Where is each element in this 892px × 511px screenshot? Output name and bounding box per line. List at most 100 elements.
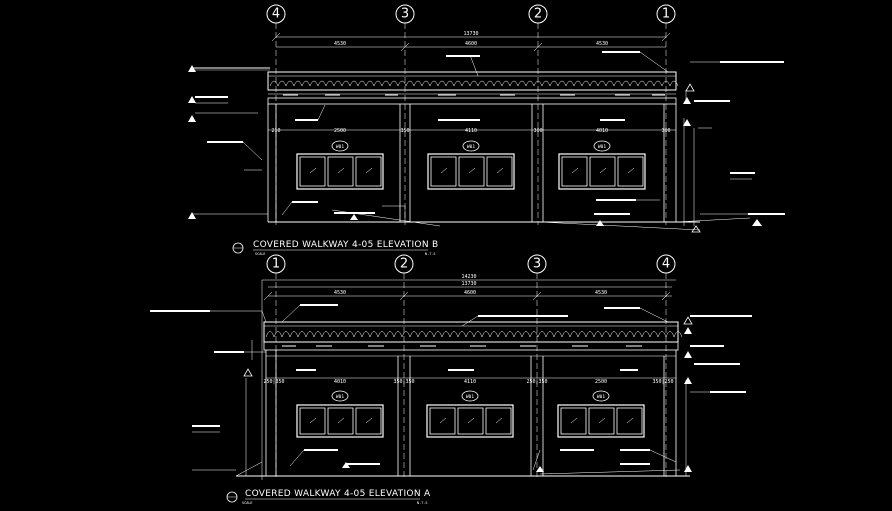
level-markers-hollow-a bbox=[243, 316, 693, 377]
roof-tile bbox=[525, 80, 535, 87]
grid-bubble-a4: 4 bbox=[656, 254, 676, 274]
roof-tile bbox=[365, 80, 375, 87]
bay-dimension: 4600 bbox=[465, 41, 477, 47]
bay-dimension: 4530 bbox=[596, 41, 608, 47]
roof-tile bbox=[557, 80, 567, 87]
roof-tile bbox=[549, 80, 559, 87]
roof-tile bbox=[441, 331, 451, 338]
roof-tile bbox=[405, 80, 415, 87]
roof-tile bbox=[309, 80, 319, 87]
roof-tile bbox=[345, 331, 355, 338]
grid-label: 4 bbox=[272, 7, 280, 22]
roof-tile bbox=[597, 80, 607, 87]
lower-dimension: 4110 bbox=[464, 379, 476, 385]
slope-line bbox=[675, 217, 751, 223]
roof-tile bbox=[397, 80, 407, 87]
level-markers-b[interactable] bbox=[188, 65, 762, 226]
roof-tile bbox=[333, 80, 343, 87]
roof-tile bbox=[409, 331, 419, 338]
roof-tile bbox=[553, 331, 563, 338]
lower-dimension: 2500 bbox=[595, 379, 607, 385]
svg-text:350: 350 bbox=[400, 128, 409, 134]
elevation-b: 4 3 2 1 13730 4530 4600 bbox=[188, 4, 785, 233]
roof-tile bbox=[481, 331, 491, 338]
dimension-lines-b bbox=[271, 32, 671, 52]
roof-tile bbox=[465, 331, 475, 338]
roof-tiles-b bbox=[269, 80, 679, 87]
grid-bubble-b4: 1 bbox=[656, 4, 676, 24]
roof-tile bbox=[629, 80, 639, 87]
grid-bubble-a3: 3 bbox=[527, 254, 547, 274]
roof-tile bbox=[621, 80, 631, 87]
grid-label: 4 bbox=[662, 257, 670, 272]
roof-tile bbox=[513, 331, 523, 338]
roof-tile bbox=[453, 80, 463, 87]
roof-tile bbox=[273, 331, 283, 338]
roof-tile bbox=[605, 80, 615, 87]
roof-tile bbox=[449, 331, 459, 338]
grid-bubble-a2: 2 bbox=[394, 254, 414, 274]
roof-tile bbox=[329, 331, 339, 338]
roof-tile bbox=[421, 80, 431, 87]
columns-b bbox=[267, 104, 677, 222]
roof-tile bbox=[445, 80, 455, 87]
level-markers-a[interactable] bbox=[342, 327, 692, 472]
roof-tile bbox=[461, 80, 471, 87]
svg-text:SCALE: SCALE bbox=[242, 501, 253, 505]
roof-tile bbox=[561, 331, 571, 338]
roof-tile bbox=[429, 80, 439, 87]
svg-text:N.T.S: N.T.S bbox=[425, 252, 436, 256]
roof-tile bbox=[353, 331, 363, 338]
elevation-a-title: COVERED WALKWAY 4-05 ELEVATION A SCALE N… bbox=[226, 489, 431, 505]
roof-tile bbox=[417, 331, 427, 338]
bay-dimension: 4530 bbox=[334, 41, 346, 47]
roof-tile bbox=[369, 331, 379, 338]
roof-tile bbox=[357, 80, 367, 87]
roof-tile bbox=[657, 331, 667, 338]
roof-a bbox=[263, 321, 683, 351]
roof-tile bbox=[521, 331, 531, 338]
window-tag: W01 bbox=[467, 144, 475, 150]
roof-tile bbox=[401, 331, 411, 338]
roof-tile bbox=[665, 331, 675, 338]
roof-tile bbox=[529, 331, 539, 338]
roof-tiles-a bbox=[265, 331, 683, 338]
roof-tile bbox=[265, 331, 275, 338]
roof-tile bbox=[541, 80, 551, 87]
roof-tile bbox=[669, 80, 679, 87]
roof-tile bbox=[301, 80, 311, 87]
roof-tile bbox=[341, 80, 351, 87]
roof-tile bbox=[505, 331, 515, 338]
window-tag: W01 bbox=[336, 144, 344, 150]
window-tag: W01 bbox=[597, 394, 605, 400]
window-tag: W01 bbox=[336, 394, 344, 400]
roof-tile bbox=[509, 80, 519, 87]
bay-dimension: 4530 bbox=[595, 290, 607, 296]
roof-tile bbox=[633, 331, 643, 338]
roof-tile bbox=[485, 80, 495, 87]
roof-tile bbox=[593, 331, 603, 338]
grid-bubble-b1: 4 bbox=[266, 4, 286, 24]
roof-tile bbox=[457, 331, 467, 338]
roof-tile bbox=[389, 80, 399, 87]
roof-tile bbox=[321, 331, 331, 338]
roof-tile bbox=[313, 331, 323, 338]
bay-dimension: 4530 bbox=[334, 290, 346, 296]
roof-tile bbox=[501, 80, 511, 87]
elevation-title: COVERED WALKWAY 4-05 ELEVATION B bbox=[253, 240, 438, 250]
svg-text:250|350: 250|350 bbox=[263, 379, 284, 385]
grid-bubble-b2: 3 bbox=[395, 4, 415, 24]
roof-tile bbox=[625, 331, 635, 338]
roof-tile bbox=[517, 80, 527, 87]
roof-tile bbox=[537, 331, 547, 338]
roof-tile bbox=[489, 331, 499, 338]
roof-tile bbox=[581, 80, 591, 87]
window-b2: W01 bbox=[427, 140, 515, 190]
roof-tile bbox=[425, 331, 435, 338]
roof-tile bbox=[433, 331, 443, 338]
roof-tile bbox=[413, 80, 423, 87]
grid-label: 1 bbox=[272, 257, 280, 272]
grid-label: 2 bbox=[400, 257, 408, 272]
annotations-b bbox=[192, 51, 785, 226]
level-markers-hollow-b bbox=[685, 83, 701, 233]
